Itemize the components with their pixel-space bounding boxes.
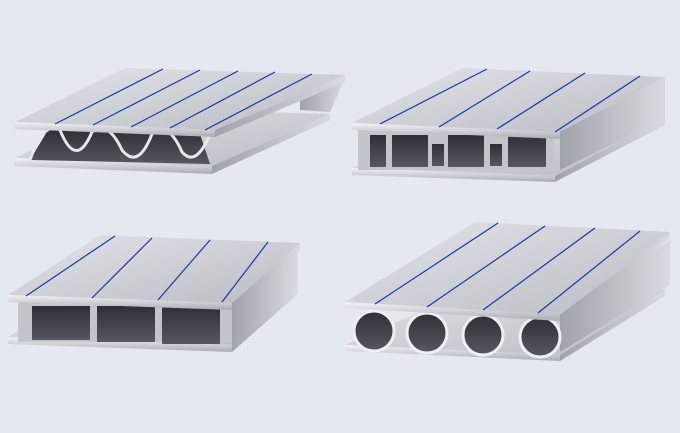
panel-rectangular-cells bbox=[352, 68, 665, 182]
panel-round-tubes bbox=[345, 222, 670, 361]
panel-corrugated bbox=[15, 68, 345, 174]
panel-large-cells bbox=[8, 235, 300, 352]
